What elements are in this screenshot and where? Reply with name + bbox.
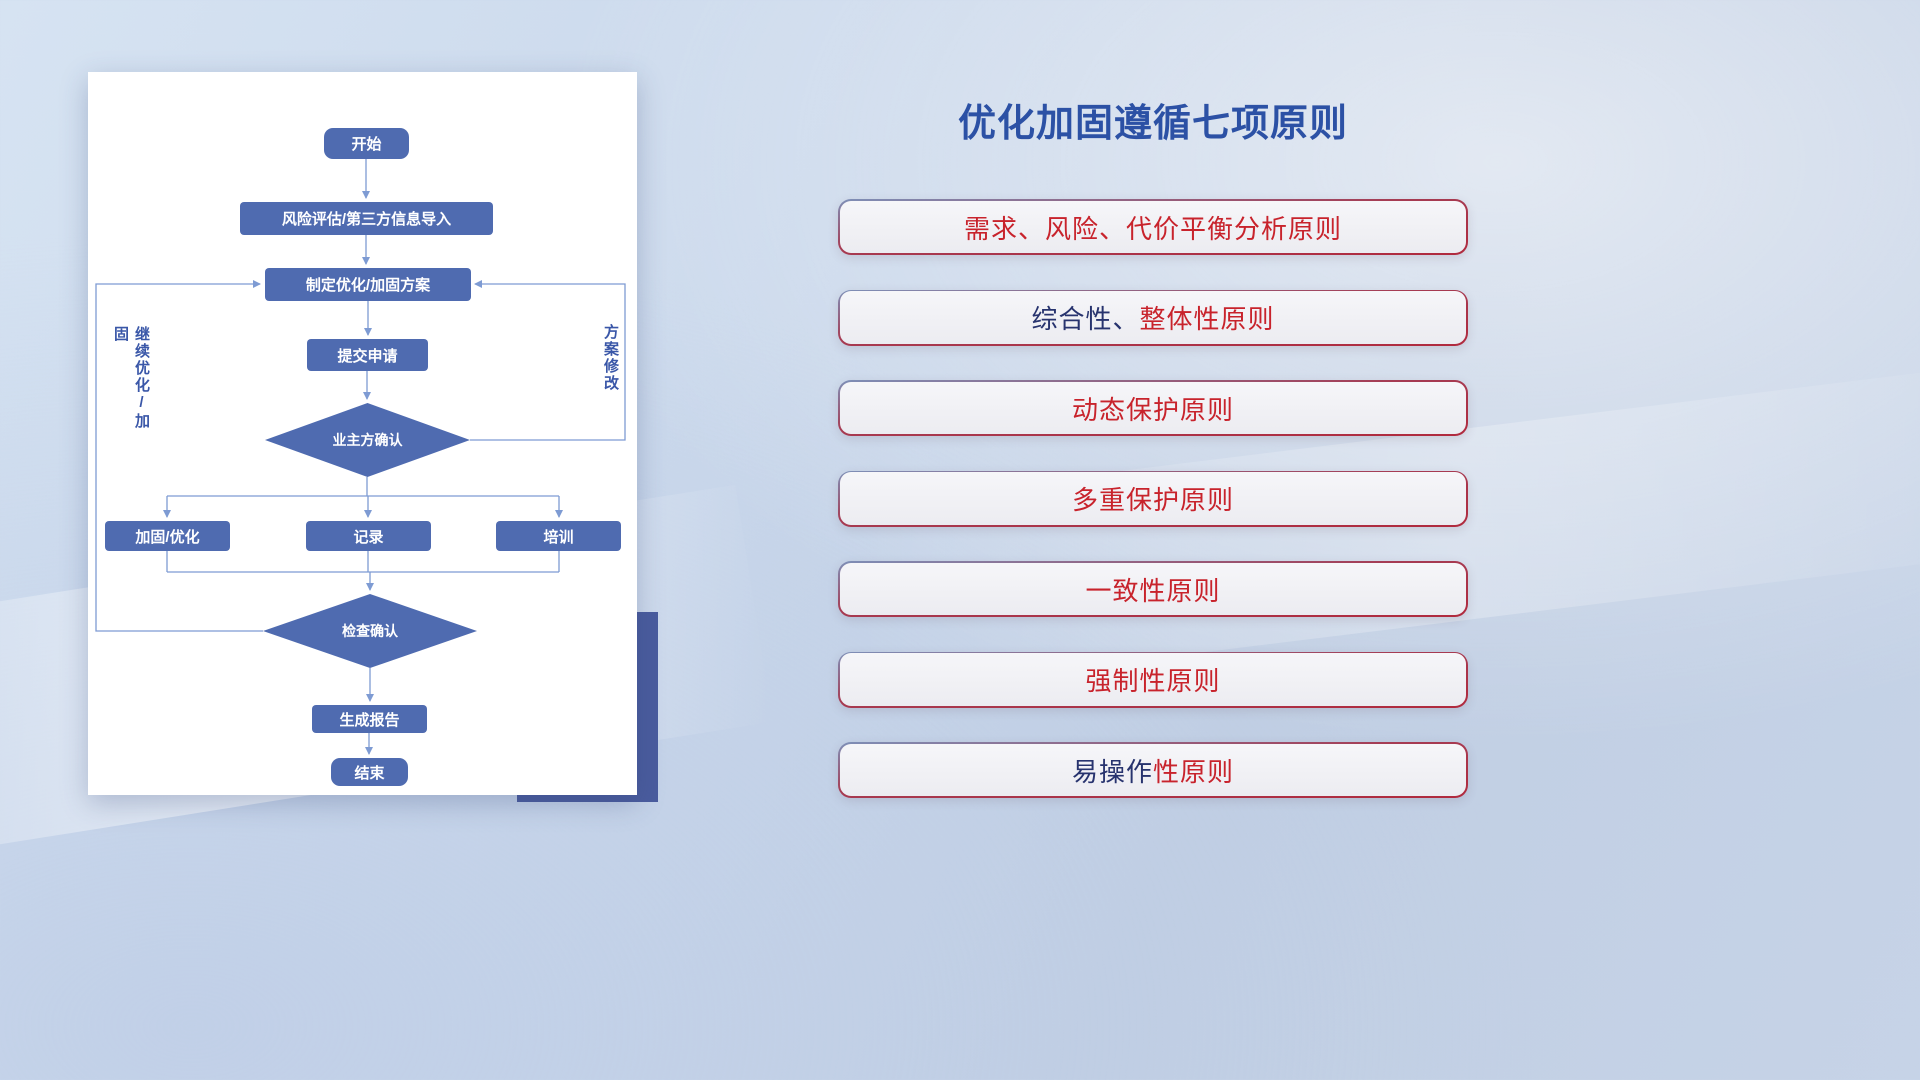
flow-node-record: 记录 [306, 521, 431, 551]
principle-text-segment: 综合性、 [1031, 304, 1140, 334]
principle-text: 动态保护原则 [839, 381, 1467, 435]
principle-text-segment: 性原则 [1153, 756, 1235, 787]
principle-box-5: 一致性原则 [838, 561, 1468, 617]
principles-list: 需求、风险、代价平衡分析原则综合性、整体性原则动态保护原则多重保护原则一致性原则… [838, 199, 1468, 833]
principle-text-segment: 一致性原则 [1085, 575, 1221, 606]
principle-text-segment: 强制性原则 [1085, 666, 1221, 696]
flow-node-reinforce: 加固/优化 [105, 521, 230, 551]
principle-box-7: 易操作性原则 [838, 742, 1468, 798]
flow-node-risk-import: 风险评估/第三方信息导入 [240, 202, 493, 235]
flow-node-report: 生成报告 [312, 705, 427, 733]
flow-node-make-plan: 制定优化/加固方案 [265, 268, 471, 301]
principle-box-3: 动态保护原则 [838, 380, 1468, 436]
principle-text: 强制性原则 [839, 653, 1467, 706]
principle-text-segment: 多重保护原则 [1071, 485, 1234, 515]
principle-text: 需求、风险、代价平衡分析原则 [839, 200, 1467, 254]
flow-node-start: 开始 [324, 128, 409, 159]
principle-text-segment: 需求、风险、代价平衡分析原则 [963, 213, 1342, 244]
flow-label-continue-loop: 继续优化/加固 [112, 326, 150, 430]
principle-text-segment: 动态保护原则 [1071, 394, 1234, 425]
principle-text: 易操作性原则 [839, 743, 1467, 797]
principle-box-4: 多重保护原则 [838, 470, 1468, 527]
principle-text: 一致性原则 [839, 562, 1467, 616]
flowchart-card: 开始 风险评估/第三方信息导入 制定优化/加固方案 提交申请 业主方确认 加固/… [88, 72, 637, 795]
principle-text: 多重保护原则 [839, 472, 1467, 525]
flow-label-plan-revise: 方案修改 [602, 324, 619, 392]
principle-box-6: 强制性原则 [838, 651, 1468, 708]
flow-node-training: 培训 [496, 521, 621, 551]
principle-text-segment: 整体性原则 [1139, 304, 1275, 334]
principle-box-1: 需求、风险、代价平衡分析原则 [838, 199, 1468, 255]
flow-node-end: 结束 [331, 758, 408, 786]
principle-box-2: 综合性、整体性原则 [838, 289, 1468, 346]
principle-text: 综合性、整体性原则 [839, 291, 1467, 344]
page-title: 优化加固遵循七项原则 [957, 103, 1348, 145]
flow-node-submit: 提交申请 [307, 339, 428, 371]
principle-text-segment: 易操作 [1071, 756, 1153, 787]
